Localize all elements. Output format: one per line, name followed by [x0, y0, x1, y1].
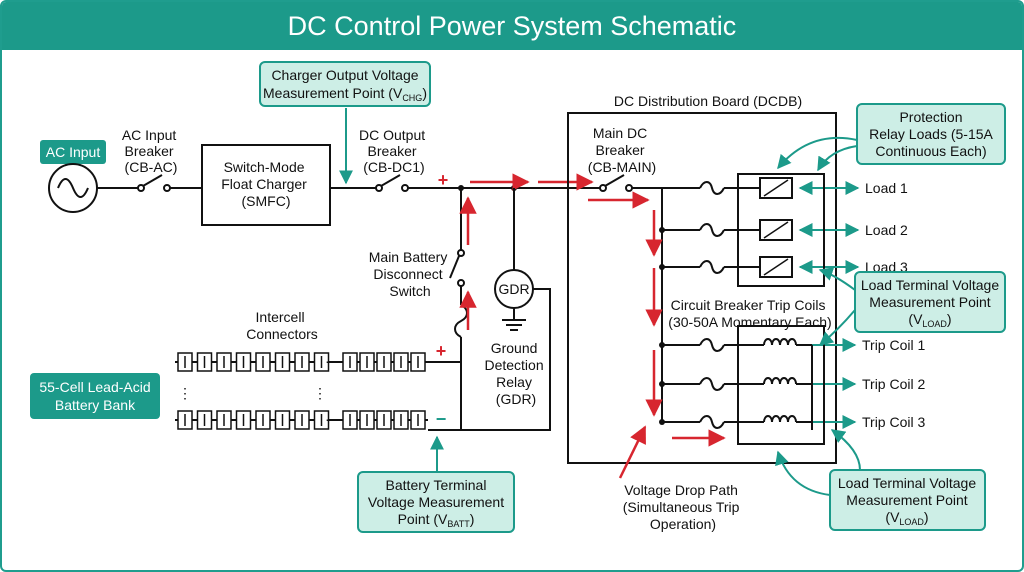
load-label: Load 1	[865, 180, 908, 196]
trip-coil-icon	[763, 415, 797, 423]
ac-breaker-switch-icon	[137, 174, 171, 192]
svg-text:AC Input: AC Input	[46, 144, 101, 160]
ac-source-icon	[48, 163, 98, 213]
svg-text:55-Cell Lead-Acid: 55-Cell Lead-Acid	[39, 379, 150, 395]
trip-coil-branch: Trip Coil 1	[659, 337, 925, 353]
dc-output-breaker-switch-icon	[375, 174, 409, 192]
battery-cell-row: ···	[175, 410, 428, 430]
svg-text:Measurement Point: Measurement Point	[846, 492, 968, 508]
ground-icon	[502, 319, 526, 331]
fuse-icon	[454, 304, 468, 338]
svg-text:Point (VBATT): Point (VBATT)	[398, 511, 475, 529]
battery-cells: ··· ··· ⋮ ⋮	[175, 352, 428, 430]
voltage-drop-arrow	[618, 425, 647, 479]
trip-coil-label: Trip Coil 2	[862, 376, 925, 392]
charger-voltage-callout: Charger Output Voltage Measurement Point…	[259, 61, 431, 185]
battery-bank-label: 55-Cell Lead-Acid Battery Bank	[30, 373, 160, 419]
svg-text:Battery Bank: Battery Bank	[55, 397, 136, 413]
svg-text:Load Terminal Voltage: Load Terminal Voltage	[861, 277, 999, 293]
svg-text:GDR: GDR	[498, 281, 529, 297]
trip-coil-branch: Trip Coil 2	[659, 376, 925, 392]
battery-negative-marker: −	[436, 409, 447, 429]
trip-coil-branch: Trip Coil 3	[659, 414, 925, 430]
trip-coil-icon	[763, 377, 797, 385]
cell-continuation: ⋮	[313, 385, 327, 401]
battery-voltage-callout: Battery Terminal Voltage Measurement Poi…	[357, 435, 515, 533]
svg-text:Protection: Protection	[899, 109, 962, 125]
voltage-drop-label: Voltage Drop Path (Simultaneous Trip Ope…	[623, 482, 744, 532]
svg-text:Measurement Point (VCHG): Measurement Point (VCHG)	[263, 85, 427, 103]
cell-continuation: ⋮	[178, 385, 192, 401]
battery-switch-label: Main Battery Disconnect Switch	[369, 249, 451, 299]
fuse-icon	[699, 181, 725, 195]
trip-coil-label: Trip Coil 1	[862, 337, 925, 353]
protection-relay-group	[737, 173, 825, 287]
cell-ellipsis: ···	[325, 353, 339, 369]
trip-coil-group	[737, 325, 825, 445]
svg-text:(VLOAD): (VLOAD)	[885, 509, 928, 527]
trip-branches: Trip Coil 1 Trip Coil 2 Trip Coil 3	[659, 337, 925, 430]
svg-text:Measurement Point: Measurement Point	[869, 294, 991, 310]
cell-ellipsis: ···	[325, 411, 339, 427]
svg-text:Battery Terminal: Battery Terminal	[386, 477, 487, 493]
wire-gdr-negative	[440, 288, 551, 431]
load-branch: Load 1	[662, 177, 908, 199]
svg-text:(VLOAD): (VLOAD)	[908, 311, 951, 329]
dcdb-label: DC Distribution Board (DCDB)	[614, 93, 802, 109]
intercell-connectors-label: Intercell Connectors	[246, 309, 318, 342]
charger-box	[201, 144, 331, 226]
fuse-icon	[699, 377, 725, 391]
diagram-title: DC Control Power System Schematic	[2, 2, 1022, 50]
dcdb-enclosure	[567, 112, 837, 464]
gdr-relay-icon: GDR	[494, 269, 534, 309]
main-breaker-switch-icon	[599, 174, 633, 192]
dc-breaker-label: DC Output Breaker (CB-DC1)	[359, 127, 429, 175]
main-breaker-label: Main DC Breaker (CB-MAIN)	[588, 125, 656, 175]
svg-text:Charger Output Voltage: Charger Output Voltage	[271, 67, 418, 83]
positive-bus-marker: +	[438, 170, 449, 190]
load-label: Load 2	[865, 222, 908, 238]
gdr-label: Ground Detection Relay (GDR)	[484, 340, 547, 407]
battery-disconnect-switch-icon	[449, 249, 465, 287]
fuse-icon	[699, 338, 725, 352]
svg-text:Voltage Measurement: Voltage Measurement	[368, 494, 504, 510]
fuse-icon	[699, 260, 725, 274]
svg-text:Load Terminal Voltage: Load Terminal Voltage	[838, 475, 976, 491]
fuse-icon	[699, 223, 725, 237]
trip-coils-heading: Circuit Breaker Trip Coils (30-50A Momen…	[668, 297, 831, 330]
trip-coil-icon	[763, 338, 797, 346]
charger-label: Switch-Mode Float Charger (SMFC)	[221, 159, 310, 209]
ac-input-label: AC Input	[40, 140, 106, 164]
load-branch: Load 2	[659, 219, 908, 241]
battery-cell-row: ···	[175, 352, 428, 372]
protection-relay-callout: Protection Relay Loads (5-15A Continuous…	[777, 103, 1006, 172]
fuse-icon	[699, 415, 725, 429]
battery-positive-marker: +	[436, 341, 447, 361]
svg-text:Continuous Each): Continuous Each)	[875, 143, 986, 159]
load-voltage-callout-top: Load Terminal Voltage Measurement Point …	[818, 267, 1006, 346]
trip-coil-label: Trip Coil 3	[862, 414, 925, 430]
svg-text:Relay Loads (5-15A: Relay Loads (5-15A	[869, 126, 993, 142]
ac-breaker-label: AC Input Breaker (CB-AC)	[122, 127, 180, 175]
load-voltage-callout-bottom: Load Terminal Voltage Measurement Point …	[775, 429, 986, 531]
